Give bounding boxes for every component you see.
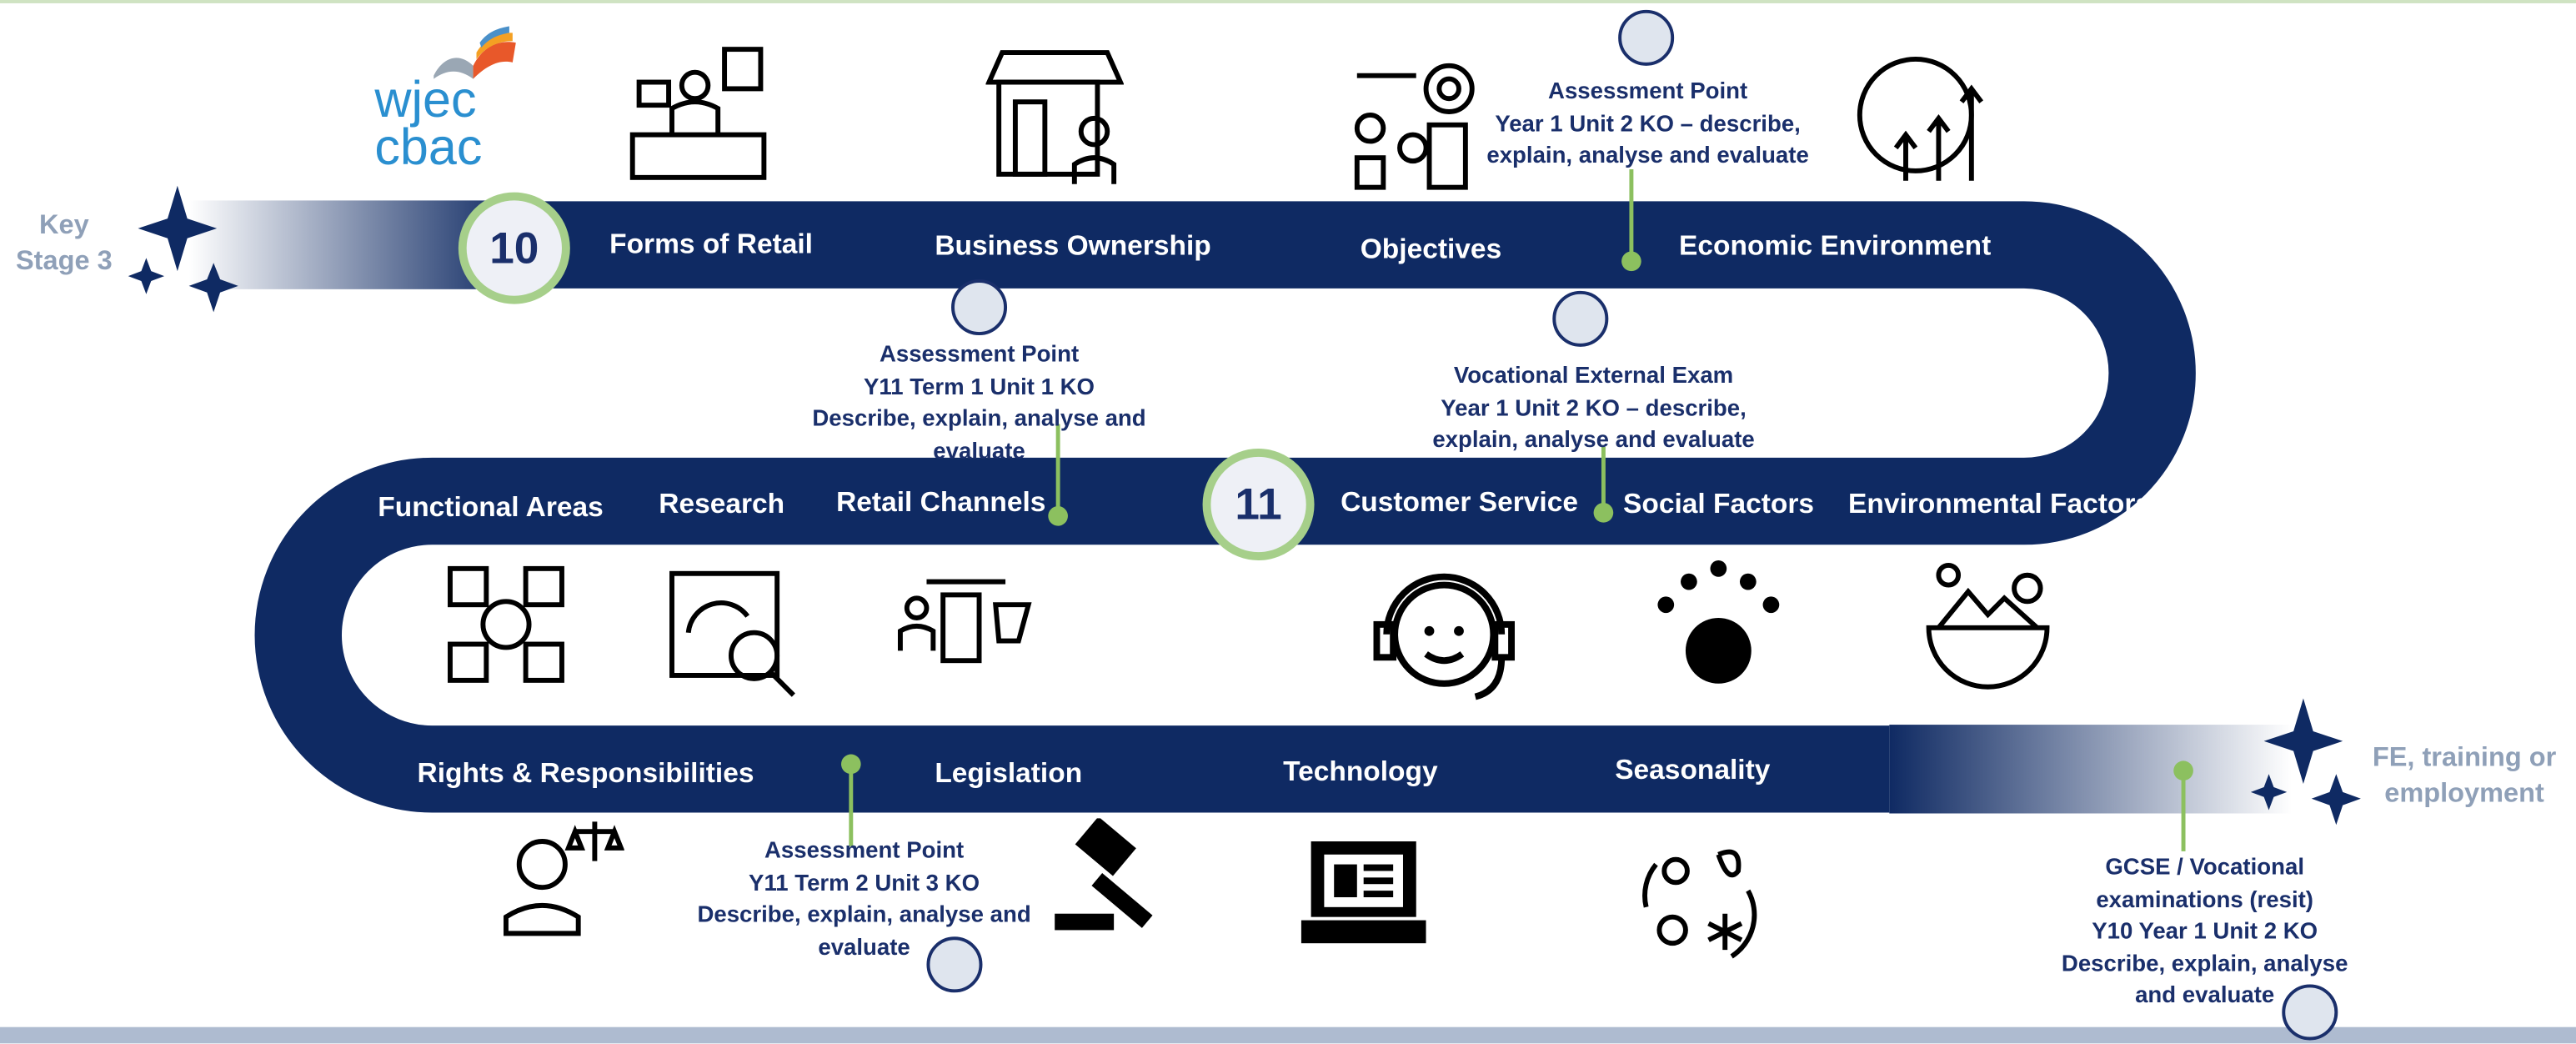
note-line: Vocational External Exam (1453, 361, 1734, 389)
people-globe-icon (1657, 560, 1780, 684)
assessment-note-3: Vocational External Exam Year 1 Unit 2 K… (1410, 360, 1777, 456)
topic-seasonality: Seasonality (1615, 754, 1771, 786)
note-line: Year 1 Unit 2 KO – describe, (1441, 393, 1747, 420)
assessment-clipboard-icon (926, 936, 983, 993)
note-line: Describe, explain, analyse and (812, 404, 1146, 431)
assessment-clipboard-icon (2282, 984, 2338, 1041)
end-label: FE, training or employment (2372, 742, 2557, 809)
topic-economic-environment: Economic Environment (1679, 229, 1992, 262)
note-line: examinations (resit) (2096, 885, 2313, 911)
note-line: Y11 Term 2 Unit 3 KO (749, 868, 980, 896)
topic-objectives: Objectives (1360, 233, 1502, 265)
note-line: Assessment Point (879, 339, 1080, 367)
topic-social-factors: Social Factors (1623, 488, 1815, 519)
target-goals-icon (1354, 63, 1475, 190)
logo-line-1: wjec (374, 70, 477, 128)
start-label: Key Stage 3 (15, 210, 113, 277)
assessment-note-2: Assessment Point Y11 Term 1 Unit 1 KO De… (799, 339, 1160, 467)
note-line: Year 1 Unit 2 KO – describe, (1495, 109, 1801, 136)
person-scales-icon (504, 821, 624, 936)
note-line: evaluate (818, 932, 910, 959)
globe-growth-icon (1857, 56, 1984, 181)
assessment-clipboard-icon (1618, 9, 1675, 66)
book-icon (434, 26, 516, 79)
topic-business-ownership: Business Ownership (935, 229, 1211, 262)
note-line: Describe, explain, analyse (2061, 949, 2348, 976)
assessment-note-4: Assessment Point Y11 Term 2 Unit 3 KO De… (684, 835, 1045, 963)
note-line: Y11 Term 1 Unit 1 KO (864, 372, 1095, 399)
note-line: evaluate (933, 436, 1025, 463)
note-line: explain, analyse and evaluate (1432, 425, 1755, 452)
note-line: Y10 Year 1 Unit 2 KO (2092, 916, 2318, 944)
environment-nature-icon (1926, 562, 2050, 690)
research-magnifier-icon (669, 570, 795, 697)
retail-channels-icon (897, 579, 1032, 664)
wjec-logo: wjec cbac (368, 26, 525, 178)
year-10-badge: 10 (458, 192, 570, 304)
note-line: explain, analyse and evaluate (1486, 141, 1809, 168)
team-network-icon (448, 565, 564, 683)
note-line: GCSE / Vocational (2105, 852, 2304, 880)
topic-forms-of-retail: Forms of Retail (609, 228, 814, 260)
topic-customer-service: Customer Service (1341, 486, 1579, 518)
shop-counter-icon (629, 47, 767, 180)
logo-line-2: cbac (374, 118, 483, 176)
assessment-clipboard-icon (951, 279, 1008, 336)
assessment-clipboard-icon (1552, 290, 1609, 347)
assessment-note-1: Assessment Point Year 1 Unit 2 KO – desc… (1467, 76, 1829, 172)
topic-environmental-factors: Environmental Factors (1848, 488, 2152, 519)
gavel-icon (1055, 818, 1153, 931)
note-line: Assessment Point (764, 836, 965, 863)
topic-functional-areas: Functional Areas (378, 491, 604, 523)
topic-legislation: Legislation (935, 757, 1083, 789)
topic-research: Research (659, 488, 785, 519)
headset-agent-icon (1373, 573, 1515, 700)
topic-rights-responsibilities: Rights & Responsibilities (417, 757, 754, 789)
seasons-cycle-icon (1642, 849, 1757, 959)
year-11-badge: 11 (1202, 449, 1315, 561)
topic-retail-channels: Retail Channels (836, 486, 1046, 518)
note-line: Assessment Point (1548, 77, 1748, 104)
computer-screen-icon (1301, 841, 1426, 944)
note-line: and evaluate (2135, 981, 2275, 1008)
assessment-note-5: GCSE / Vocational examinations (resit) Y… (2044, 851, 2366, 1011)
topic-technology: Technology (1283, 755, 1438, 787)
storefront-icon (985, 50, 1124, 184)
note-line: Describe, explain, analyse and (697, 900, 1031, 927)
